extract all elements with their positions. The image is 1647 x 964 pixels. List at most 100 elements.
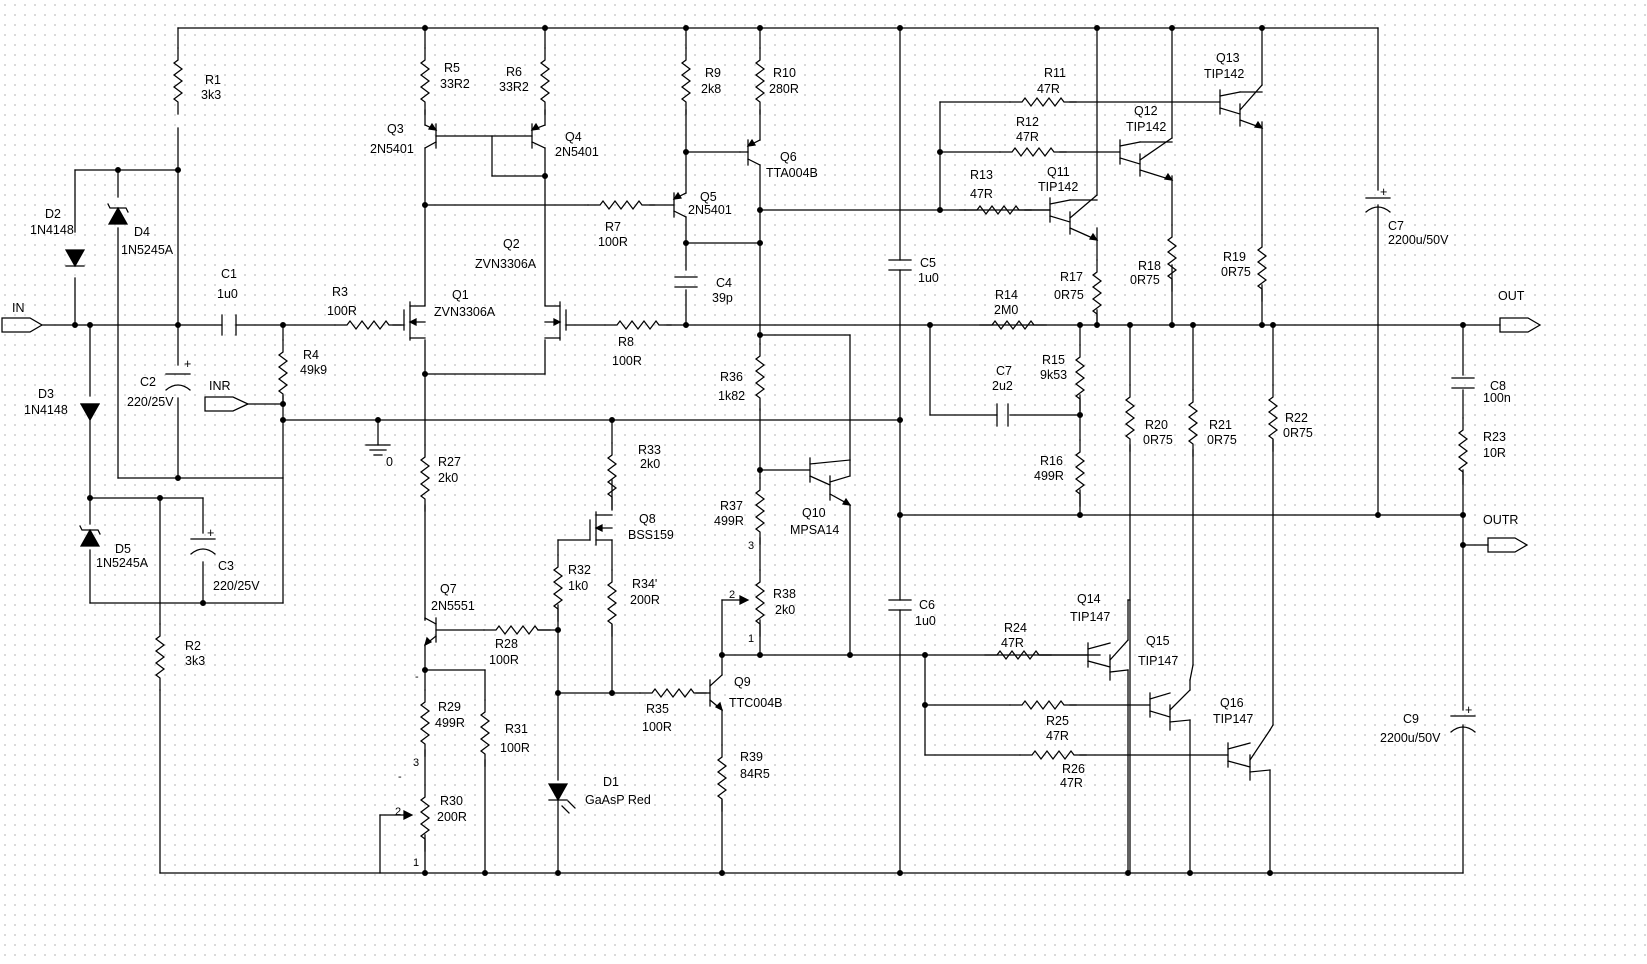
- label-r38-ref: R38: [773, 587, 796, 601]
- label-r29-ref: R29: [438, 700, 461, 714]
- label-r8-ref: R8: [618, 335, 634, 349]
- junction-dots: [72, 25, 1466, 876]
- c3-plus-pin: +: [207, 526, 214, 540]
- potentiometer-wipers: [403, 594, 750, 821]
- label-r1-ref: R1: [205, 73, 221, 87]
- label-c7-big-ref: C7: [1388, 219, 1404, 233]
- label-r25-val: 47R: [1046, 729, 1069, 743]
- label-q13-val: TIP142: [1204, 67, 1244, 81]
- label-d2-ref: D2: [45, 207, 61, 221]
- label-r6-ref: R6: [506, 65, 522, 79]
- label-q7-ref: Q7: [440, 582, 457, 596]
- label-r28-ref: R28: [495, 637, 518, 651]
- label-c6-ref: C6: [919, 598, 935, 612]
- label-r31-val: 100R: [500, 741, 530, 755]
- svg-text:2: 2: [729, 589, 735, 601]
- label-d1-ref: D1: [603, 775, 619, 789]
- label-r17-val: 0R75: [1054, 288, 1084, 302]
- port-in-label: IN: [12, 301, 25, 315]
- wires: [41, 27, 1501, 874]
- label-q12-ref: Q12: [1134, 104, 1158, 118]
- label-q11-ref: Q11: [1047, 165, 1070, 179]
- label-r20-val: 0R75: [1143, 433, 1173, 447]
- label-r25-ref: R25: [1046, 714, 1069, 728]
- label-r34-val: 200R: [630, 593, 660, 607]
- label-c4-val: 39p: [712, 291, 733, 305]
- label-d3-val: 1N4148: [24, 403, 68, 417]
- label-c6-val: 1u0: [915, 614, 936, 628]
- label-r13-val: 47R: [970, 187, 993, 201]
- label-q1-ref: Q1: [452, 288, 469, 302]
- label-r32-ref: R32: [568, 563, 591, 577]
- label-r37-val: 499R: [714, 514, 744, 528]
- label-q9-ref: Q9: [734, 675, 751, 689]
- label-r12-val: 47R: [1016, 130, 1039, 144]
- label-c2-ref: C2: [140, 375, 156, 389]
- label-r9-ref: R9: [705, 66, 721, 80]
- label-q4-val: 2N5401: [555, 145, 599, 159]
- label-q10-ref: Q10: [802, 506, 826, 520]
- label-q15-val: TIP147: [1138, 654, 1178, 668]
- label-r31-ref: R31: [505, 722, 528, 736]
- label-q12-val: TIP142: [1126, 120, 1166, 134]
- label-c1-val: 1u0: [217, 287, 238, 301]
- label-r15-ref: R15: [1042, 353, 1065, 367]
- label-r17-ref: R17: [1060, 270, 1083, 284]
- label-d4-ref: D4: [134, 225, 150, 239]
- label-r15-val: 9k53: [1040, 368, 1067, 382]
- label-c1-ref: C1: [221, 267, 237, 281]
- label-d5-val: 1N5245A: [96, 556, 149, 570]
- label-r21-ref: R21: [1209, 418, 1232, 432]
- label-r3-val: 100R: [327, 304, 357, 318]
- label-c5-ref: C5: [920, 256, 936, 270]
- label-r1-val: 3k3: [201, 88, 221, 102]
- label-q10-val: MPSA14: [790, 523, 839, 537]
- label-r34-ref: R34': [632, 577, 657, 591]
- label-r29-val: 499R: [435, 716, 465, 730]
- label-r16-ref: R16: [1040, 454, 1063, 468]
- label-q16-val: TIP147: [1213, 712, 1253, 726]
- svg-text:3: 3: [748, 540, 754, 552]
- label-c7-big-val: 2200u/50V: [1388, 233, 1449, 247]
- label-r30-ref: R30: [440, 794, 463, 808]
- label-q7-val: 2N5551: [431, 599, 475, 613]
- label-r3-ref: R3: [332, 285, 348, 299]
- label-r4-ref: R4: [303, 348, 319, 362]
- label-q13-ref: Q13: [1216, 51, 1240, 65]
- label-r27-ref: R27: [438, 455, 461, 469]
- label-r39-val: 84R5: [740, 767, 770, 781]
- label-r33-ref: R33: [638, 443, 661, 457]
- label-r4-val: 49k9: [300, 363, 327, 377]
- label-c5-val: 1u0: [918, 271, 939, 285]
- svg-text:3: 3: [413, 757, 419, 769]
- label-d4-val: 1N5245A: [121, 243, 174, 257]
- label-q3-ref: Q3: [387, 122, 404, 136]
- label-r11-val: 47R: [1037, 82, 1060, 96]
- label-r23-ref: R23: [1483, 430, 1506, 444]
- label-q4-ref: Q4: [565, 130, 582, 144]
- label-c2-val: 220/25V: [127, 395, 174, 409]
- label-r35-val: 100R: [642, 720, 672, 734]
- label-q11-val: TIP142: [1038, 180, 1078, 194]
- label-r8-val: 100R: [612, 354, 642, 368]
- label-q14-ref: Q14: [1077, 592, 1101, 606]
- label-r19-val: 0R75: [1221, 265, 1251, 279]
- c2-plus-pin: +: [184, 357, 191, 371]
- label-r18-ref: R18: [1138, 259, 1161, 273]
- label-r27-val: 2k0: [438, 471, 458, 485]
- label-r30-val: 200R: [437, 810, 467, 824]
- svg-text:-: -: [398, 771, 402, 783]
- pin-numbers: 3 2 1 3 2 1 - -: [395, 540, 754, 869]
- ground-symbol: [365, 444, 391, 456]
- label-q15-ref: Q15: [1146, 634, 1170, 648]
- label-q2-val: ZVN3306A: [475, 257, 537, 271]
- label-c3-ref: C3: [218, 559, 234, 573]
- label-r12-ref: R12: [1016, 115, 1039, 129]
- label-c3-val: 220/25V: [213, 579, 260, 593]
- label-r23-val: 10R: [1483, 446, 1506, 460]
- label-r7-val: 100R: [598, 235, 628, 249]
- label-r6-val: 33R2: [499, 80, 529, 94]
- label-r5-ref: R5: [444, 61, 460, 75]
- label-r38-val: 2k0: [775, 603, 795, 617]
